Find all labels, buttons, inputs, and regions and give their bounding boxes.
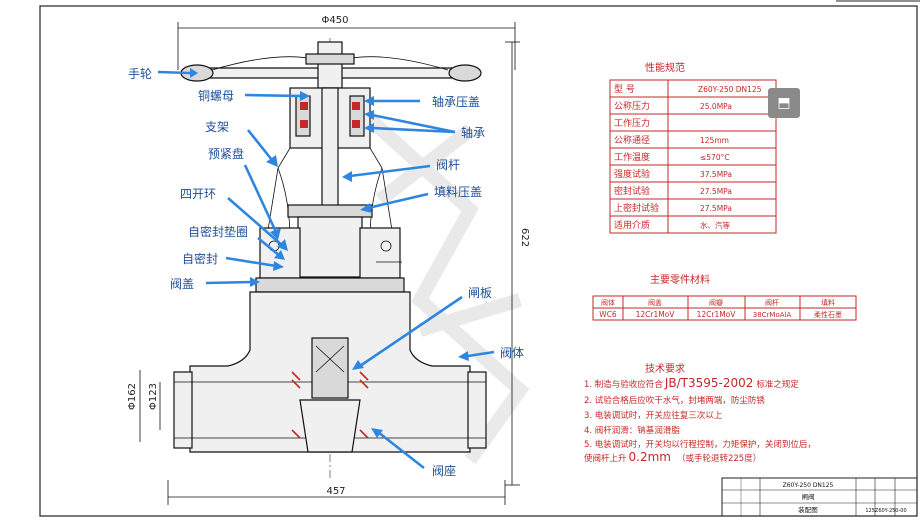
label-preload-disc: 预紧盘 [208, 146, 244, 161]
callouts-left: 手轮 铜螺母 支架 预紧盘 四开环 自密封垫圈 自密封 阀盖 [128, 67, 310, 291]
watermark [355, 104, 530, 465]
perf-key: 公称压力 [614, 100, 650, 112]
perf-key: 公称通径 [614, 134, 650, 146]
mat-header: 阀杆 [765, 298, 779, 307]
mat-value: 12Cr1MoV [697, 310, 737, 319]
bonnet-right [359, 227, 401, 279]
perf-value: 125mm [700, 136, 729, 145]
tech-item-3: 3. 电装调试时，开关应往复三次以上 [584, 410, 723, 421]
stem-top [317, 41, 343, 89]
label-self-seal-gasket: 自密封垫圈 [188, 224, 248, 239]
label-seat: 阀座 [432, 463, 456, 478]
tech-item-4: 4. 阀杆润滑：钠基润滑脂 [584, 425, 680, 436]
label-handwheel: 手轮 [128, 67, 152, 81]
label-stem: 阀杆 [436, 158, 460, 172]
perf-key: 适用介质 [614, 219, 650, 231]
dimension-lines: Φ450 622 457 Φ162 Φ123 [127, 15, 530, 505]
mat-header: 填料 [821, 298, 835, 307]
tech-title: 技术要求 [645, 362, 685, 375]
performance-title: 性能规范 [645, 61, 685, 74]
title-model: Z60Y-250 DN125 [783, 482, 834, 489]
perf-key: 强度试验 [614, 168, 650, 180]
mat-header: 阀瓣 [709, 298, 723, 307]
materials-title: 主要零件材料 [650, 273, 710, 286]
perf-value: Z60Y-250 DN125 [698, 85, 762, 94]
floating-tool-button[interactable]: ⬒ [768, 88, 800, 118]
drawing-frame [39, 5, 918, 517]
title-name: 闸阀 [802, 492, 815, 501]
label-self-seal: 自密封 [182, 251, 218, 266]
perf-value: ≤570°C [700, 153, 730, 162]
dim-bottom-width: 457 [326, 486, 345, 497]
performance-table: 性能规范 型 号 Z60Y-250 DN125 公称压力 25.0MPa 工作压… [609, 61, 777, 234]
perf-value: 25.0MPa [700, 102, 732, 111]
tech-item-5: 5. 电装调试时，开关均以行程控制，力矩保护，关闭到位后， [584, 439, 816, 450]
perf-value: 27.5MPa [700, 204, 732, 213]
perf-value: 水、汽等 [700, 220, 730, 230]
dim-top-width: Φ450 [322, 15, 349, 26]
perf-value: 27.5MPa [700, 187, 732, 196]
label-gate: 闸板 [468, 286, 492, 300]
mat-value: 12Cr1MoV [636, 310, 676, 319]
perf-key: 上密封试验 [614, 202, 659, 214]
label-body: 阀体 [500, 346, 524, 360]
tool-icon: ⬒ [777, 95, 791, 111]
title-drawing: 装配图 [798, 505, 818, 514]
seat-part [299, 399, 361, 453]
label-bearing-gland: 轴承压盖 [432, 94, 480, 109]
perf-key: 工作压力 [614, 117, 650, 129]
callouts-right: 轴承压盖 轴承 阀杆 填料压盖 闸板 阀体 阀座 [342, 94, 524, 478]
perf-value: 37.5MPa [700, 170, 732, 179]
label-bearing: 轴承 [461, 125, 485, 140]
label-four-split-ring: 四开环 [180, 187, 216, 201]
dim-outer-dia: Φ162 [127, 383, 138, 410]
tech-item-2: 2. 试验合格后应吹干水气，封堵两端，防尘防锈 [584, 395, 765, 406]
title-code: 125Z60Y-250-00 [865, 508, 906, 514]
perf-key: 密封试验 [614, 185, 650, 197]
mat-header: 阀盖 [648, 298, 662, 307]
perf-key: 型 号 [614, 84, 635, 95]
label-copper-nut: 铜螺母 [198, 88, 234, 103]
label-bracket: 支架 [205, 120, 229, 134]
outlet-pipe [467, 371, 487, 449]
mat-value: WC6 [599, 310, 617, 319]
packing-gland-part [287, 204, 373, 218]
label-bonnet: 阀盖 [170, 277, 194, 291]
bonnet-flange [255, 277, 405, 293]
valve-assembly [173, 38, 487, 480]
bonnet-body [297, 216, 363, 278]
dim-inner-dia: Φ123 [148, 383, 159, 410]
mat-value: 柔性石墨 [814, 310, 842, 319]
handwheel-grip-right [448, 64, 482, 82]
inlet-pipe [173, 371, 193, 449]
label-packing-gland: 填料压盖 [434, 185, 482, 199]
dim-height: 622 [519, 228, 530, 247]
mat-value: 38CrMoAlA [753, 311, 792, 319]
mat-header: 阀体 [601, 298, 615, 307]
perf-key: 工作温度 [614, 151, 650, 163]
title-block: Z60Y-250 DN125 闸阀 装配图 125Z60Y-250-00 [721, 477, 918, 517]
materials-table: 主要零件材料 阀体 阀盖 阀瓣 阀杆 填料 WC6 12Cr1MoV 12Cr1… [592, 273, 857, 321]
